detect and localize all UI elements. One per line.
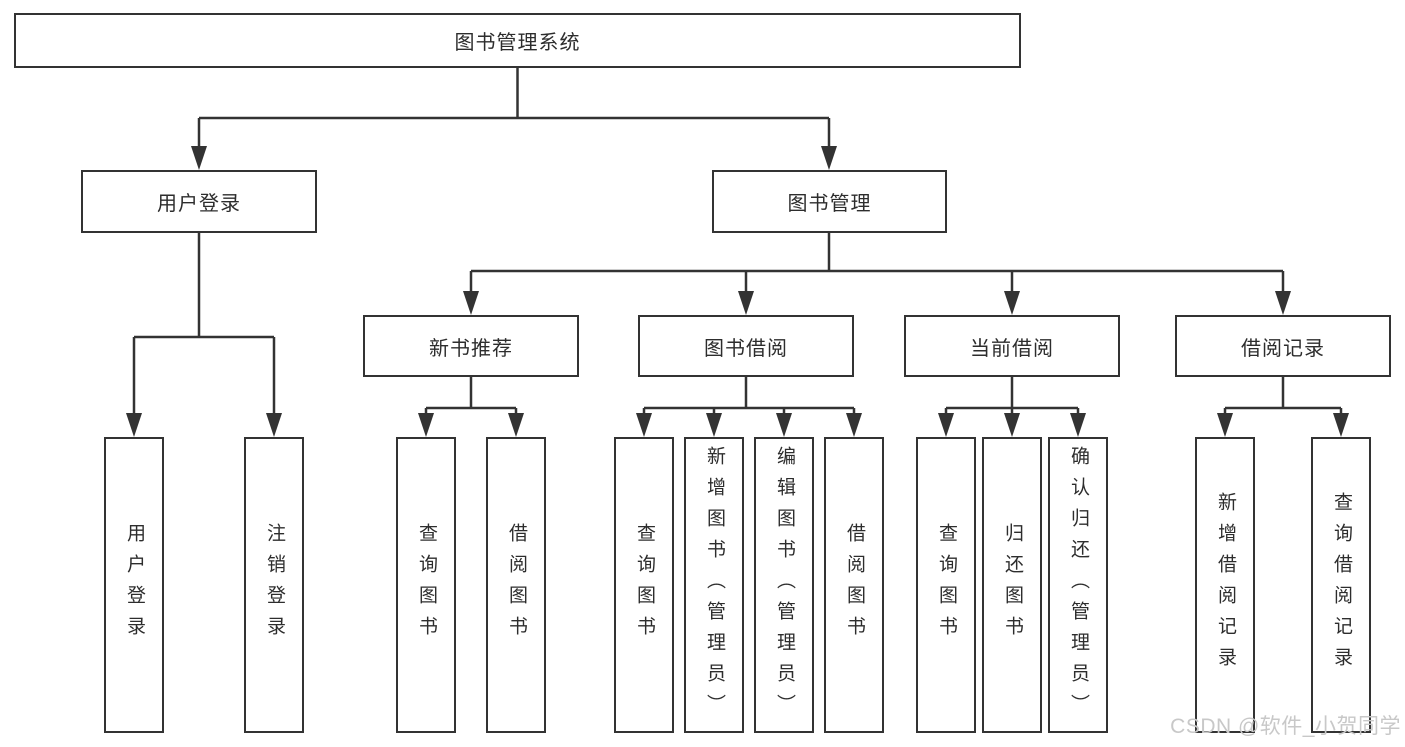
node-book-borrowing: 图书借阅 [638, 315, 854, 377]
leaf-edit-book-admin-label: 编辑图书（管理员） [773, 445, 795, 725]
leaf-query-books-current: 查询图书 [916, 437, 976, 733]
leaf-borrow-books-recommend: 借阅图书 [486, 437, 546, 733]
leaf-query-books-borrowing: 查询图书 [614, 437, 674, 733]
leaf-add-borrow-record: 新增借阅记录 [1195, 437, 1255, 733]
leaf-query-books-current-label: 查询图书 [935, 523, 957, 647]
node-library-system: 图书管理系统 [14, 13, 1021, 68]
node-library-system-label: 图书管理系统 [454, 32, 581, 54]
node-borrowing-records-label: 借阅记录 [1241, 337, 1325, 360]
leaf-query-books-recommend-label: 查询图书 [415, 523, 437, 647]
node-book-borrowing-label: 图书借阅 [704, 337, 788, 360]
csdn-watermark: CSDN @软件_小贺同学 [1170, 715, 1401, 738]
connector-userlogin-children [132, 233, 276, 415]
leaf-logout-label: 注销登录 [263, 523, 285, 647]
connector-newbook-children [424, 377, 518, 415]
connector-currentborrow-children [944, 377, 1080, 415]
leaf-confirm-return-admin: 确认归还（管理员） [1048, 437, 1108, 733]
leaf-borrow-books-recommend-label: 借阅图书 [505, 523, 527, 647]
leaf-add-book-admin: 新增图书（管理员） [684, 437, 744, 733]
leaf-borrow-books-borrowing-label: 借阅图书 [843, 523, 865, 647]
leaf-query-borrow-record: 查询借阅记录 [1311, 437, 1371, 733]
leaf-query-books-recommend: 查询图书 [396, 437, 456, 733]
node-current-borrowing-label: 当前借阅 [970, 337, 1054, 360]
leaf-user-login-label: 用户登录 [123, 523, 145, 647]
leaf-return-book: 归还图书 [982, 437, 1042, 733]
leaf-borrow-books-borrowing: 借阅图书 [824, 437, 884, 733]
leaf-query-books-borrowing-label: 查询图书 [633, 523, 655, 647]
node-book-management-module: 图书管理 [712, 170, 947, 233]
node-user-login-module-label: 用户登录 [157, 193, 241, 215]
node-new-book-recommend: 新书推荐 [363, 315, 579, 377]
node-borrowing-records: 借阅记录 [1175, 315, 1391, 377]
connector-bookmgmt-to-level3 [469, 233, 1285, 293]
leaf-confirm-return-admin-label: 确认归还（管理员） [1067, 445, 1089, 725]
connector-root-to-level2 [197, 68, 831, 147]
leaf-return-book-label: 归还图书 [1001, 523, 1023, 647]
leaf-query-borrow-record-label: 查询借阅记录 [1330, 492, 1352, 678]
node-current-borrowing: 当前借阅 [904, 315, 1120, 377]
leaf-logout: 注销登录 [244, 437, 304, 733]
leaf-add-book-admin-label: 新增图书（管理员） [703, 445, 725, 725]
leaf-add-borrow-record-label: 新增借阅记录 [1214, 492, 1236, 678]
connector-borrowmodule-children [642, 377, 856, 415]
connector-records-children [1223, 377, 1343, 415]
node-user-login-module: 用户登录 [81, 170, 317, 233]
leaf-edit-book-admin: 编辑图书（管理员） [754, 437, 814, 733]
leaf-user-login: 用户登录 [104, 437, 164, 733]
node-new-book-recommend-label: 新书推荐 [429, 337, 513, 360]
node-book-management-module-label: 图书管理 [787, 193, 872, 215]
